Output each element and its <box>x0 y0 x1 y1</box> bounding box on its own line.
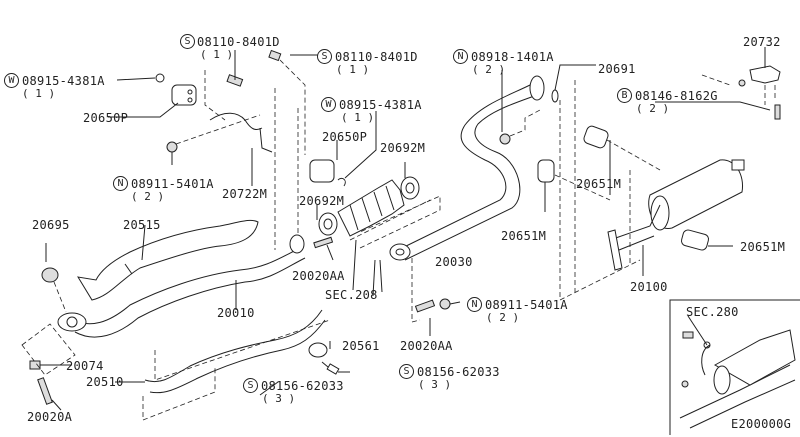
ring-20691 <box>551 89 559 103</box>
gasket-20692M-rear <box>400 176 420 200</box>
fastener-qty: ( 1 ) <box>341 111 375 124</box>
fastener-qty: ( 1 ) <box>200 48 234 61</box>
fastener-part-number: 08911-5401A <box>131 177 214 191</box>
part-label[interactable]: 20692M <box>380 141 426 155</box>
muffler <box>648 159 744 229</box>
center-pipe-20030 <box>397 84 531 251</box>
fastener-part-number: 08156-62033 <box>417 365 500 379</box>
lower-shield-20510 <box>144 309 323 383</box>
fastener-part-number: 08918-1401A <box>471 50 554 64</box>
part-label[interactable]: 20722M <box>222 187 268 201</box>
front-pipe-20010 <box>69 247 301 325</box>
fastener-part-number: 08915-4381A <box>22 74 105 88</box>
symbol-b-icon: B <box>617 88 632 103</box>
part-label[interactable]: 20692M <box>299 194 345 208</box>
symbol-s-icon: S <box>243 378 258 393</box>
section-ref-label[interactable]: SEC.280 <box>686 305 739 319</box>
nut-left <box>166 141 178 153</box>
nut-20074 <box>29 360 41 370</box>
fastener-part-number: 08146-8162G <box>635 89 718 103</box>
symbol-s-icon: S <box>180 34 195 49</box>
fastener-part-number: 08156-62033 <box>261 379 344 393</box>
mount-20651M-right <box>680 229 710 251</box>
fastener-part-number: 08911-5401A <box>485 298 568 312</box>
heat-shield-20515 <box>77 219 259 301</box>
bracket-20732 <box>749 65 781 84</box>
section-ref-label[interactable]: SEC.208 <box>325 288 378 302</box>
washer-left <box>155 73 165 83</box>
tailpipe-20100 <box>609 204 661 253</box>
fastener-part-number: 08110-8401D <box>197 35 280 49</box>
part-label[interactable]: 20510 <box>86 375 124 389</box>
part-label[interactable]: 20650P <box>322 130 368 144</box>
gasket-20695 <box>41 267 59 283</box>
fastener-qty: ( 1 ) <box>336 63 370 76</box>
fastener-qty: ( 1 ) <box>22 87 56 100</box>
part-label[interactable]: 20691 <box>598 62 636 76</box>
symbol-w-icon: W <box>4 73 19 88</box>
part-label[interactable]: 20651M <box>576 177 622 191</box>
fastener-qty: ( 2 ) <box>472 63 506 76</box>
nut-center <box>499 133 511 145</box>
catalytic-converter <box>337 179 405 237</box>
bracket-20722M <box>209 112 263 131</box>
symbol-n-icon: N <box>467 297 482 312</box>
part-label[interactable]: 20020AA <box>400 339 453 353</box>
fastener-part-number: 08915-4381A <box>339 98 422 112</box>
mount-20651M-top <box>583 125 609 149</box>
symbol-n-icon: N <box>113 176 128 191</box>
part-label[interactable]: 20010 <box>217 306 255 320</box>
mount-20650P-center <box>309 159 335 183</box>
stud-20020A <box>37 377 53 405</box>
symbol-s-icon: S <box>399 364 414 379</box>
part-label[interactable]: 20020A <box>27 410 73 424</box>
fastener-qty: ( 3 ) <box>418 378 452 391</box>
fastener-qty: ( 2 ) <box>636 102 670 115</box>
clamp-20561 <box>308 342 328 358</box>
gasket-20692M-front <box>318 212 338 236</box>
fastener-qty: ( 2 ) <box>486 311 520 324</box>
part-label[interactable]: 20030 <box>435 255 473 269</box>
flange-front <box>57 312 87 332</box>
part-label[interactable]: 20650P <box>83 111 129 125</box>
part-label[interactable]: 20695 <box>32 218 70 232</box>
part-label[interactable]: 20651M <box>501 229 547 243</box>
inset-frame <box>669 299 800 435</box>
symbol-w-icon: W <box>321 97 336 112</box>
part-label[interactable]: 20074 <box>66 359 104 373</box>
fastener-qty: ( 2 ) <box>131 190 165 203</box>
part-label[interactable]: 20651M <box>740 240 786 254</box>
symbol-s-icon: S <box>317 49 332 64</box>
part-label[interactable]: 20561 <box>342 339 380 353</box>
fastener-part-number: 08110-8401D <box>335 50 418 64</box>
bolt-left <box>226 74 244 87</box>
part-label[interactable]: 20515 <box>123 218 161 232</box>
mount-20650P-left <box>171 84 197 106</box>
part-label[interactable]: 20732 <box>743 35 781 49</box>
diagram-code: E200000G <box>731 417 792 431</box>
symbol-n-icon: N <box>453 49 468 64</box>
part-label[interactable]: 20020AA <box>292 269 345 283</box>
part-label[interactable]: 20100 <box>630 280 668 294</box>
mount-20651M-mid <box>537 159 555 183</box>
fastener-qty: ( 3 ) <box>262 392 296 405</box>
